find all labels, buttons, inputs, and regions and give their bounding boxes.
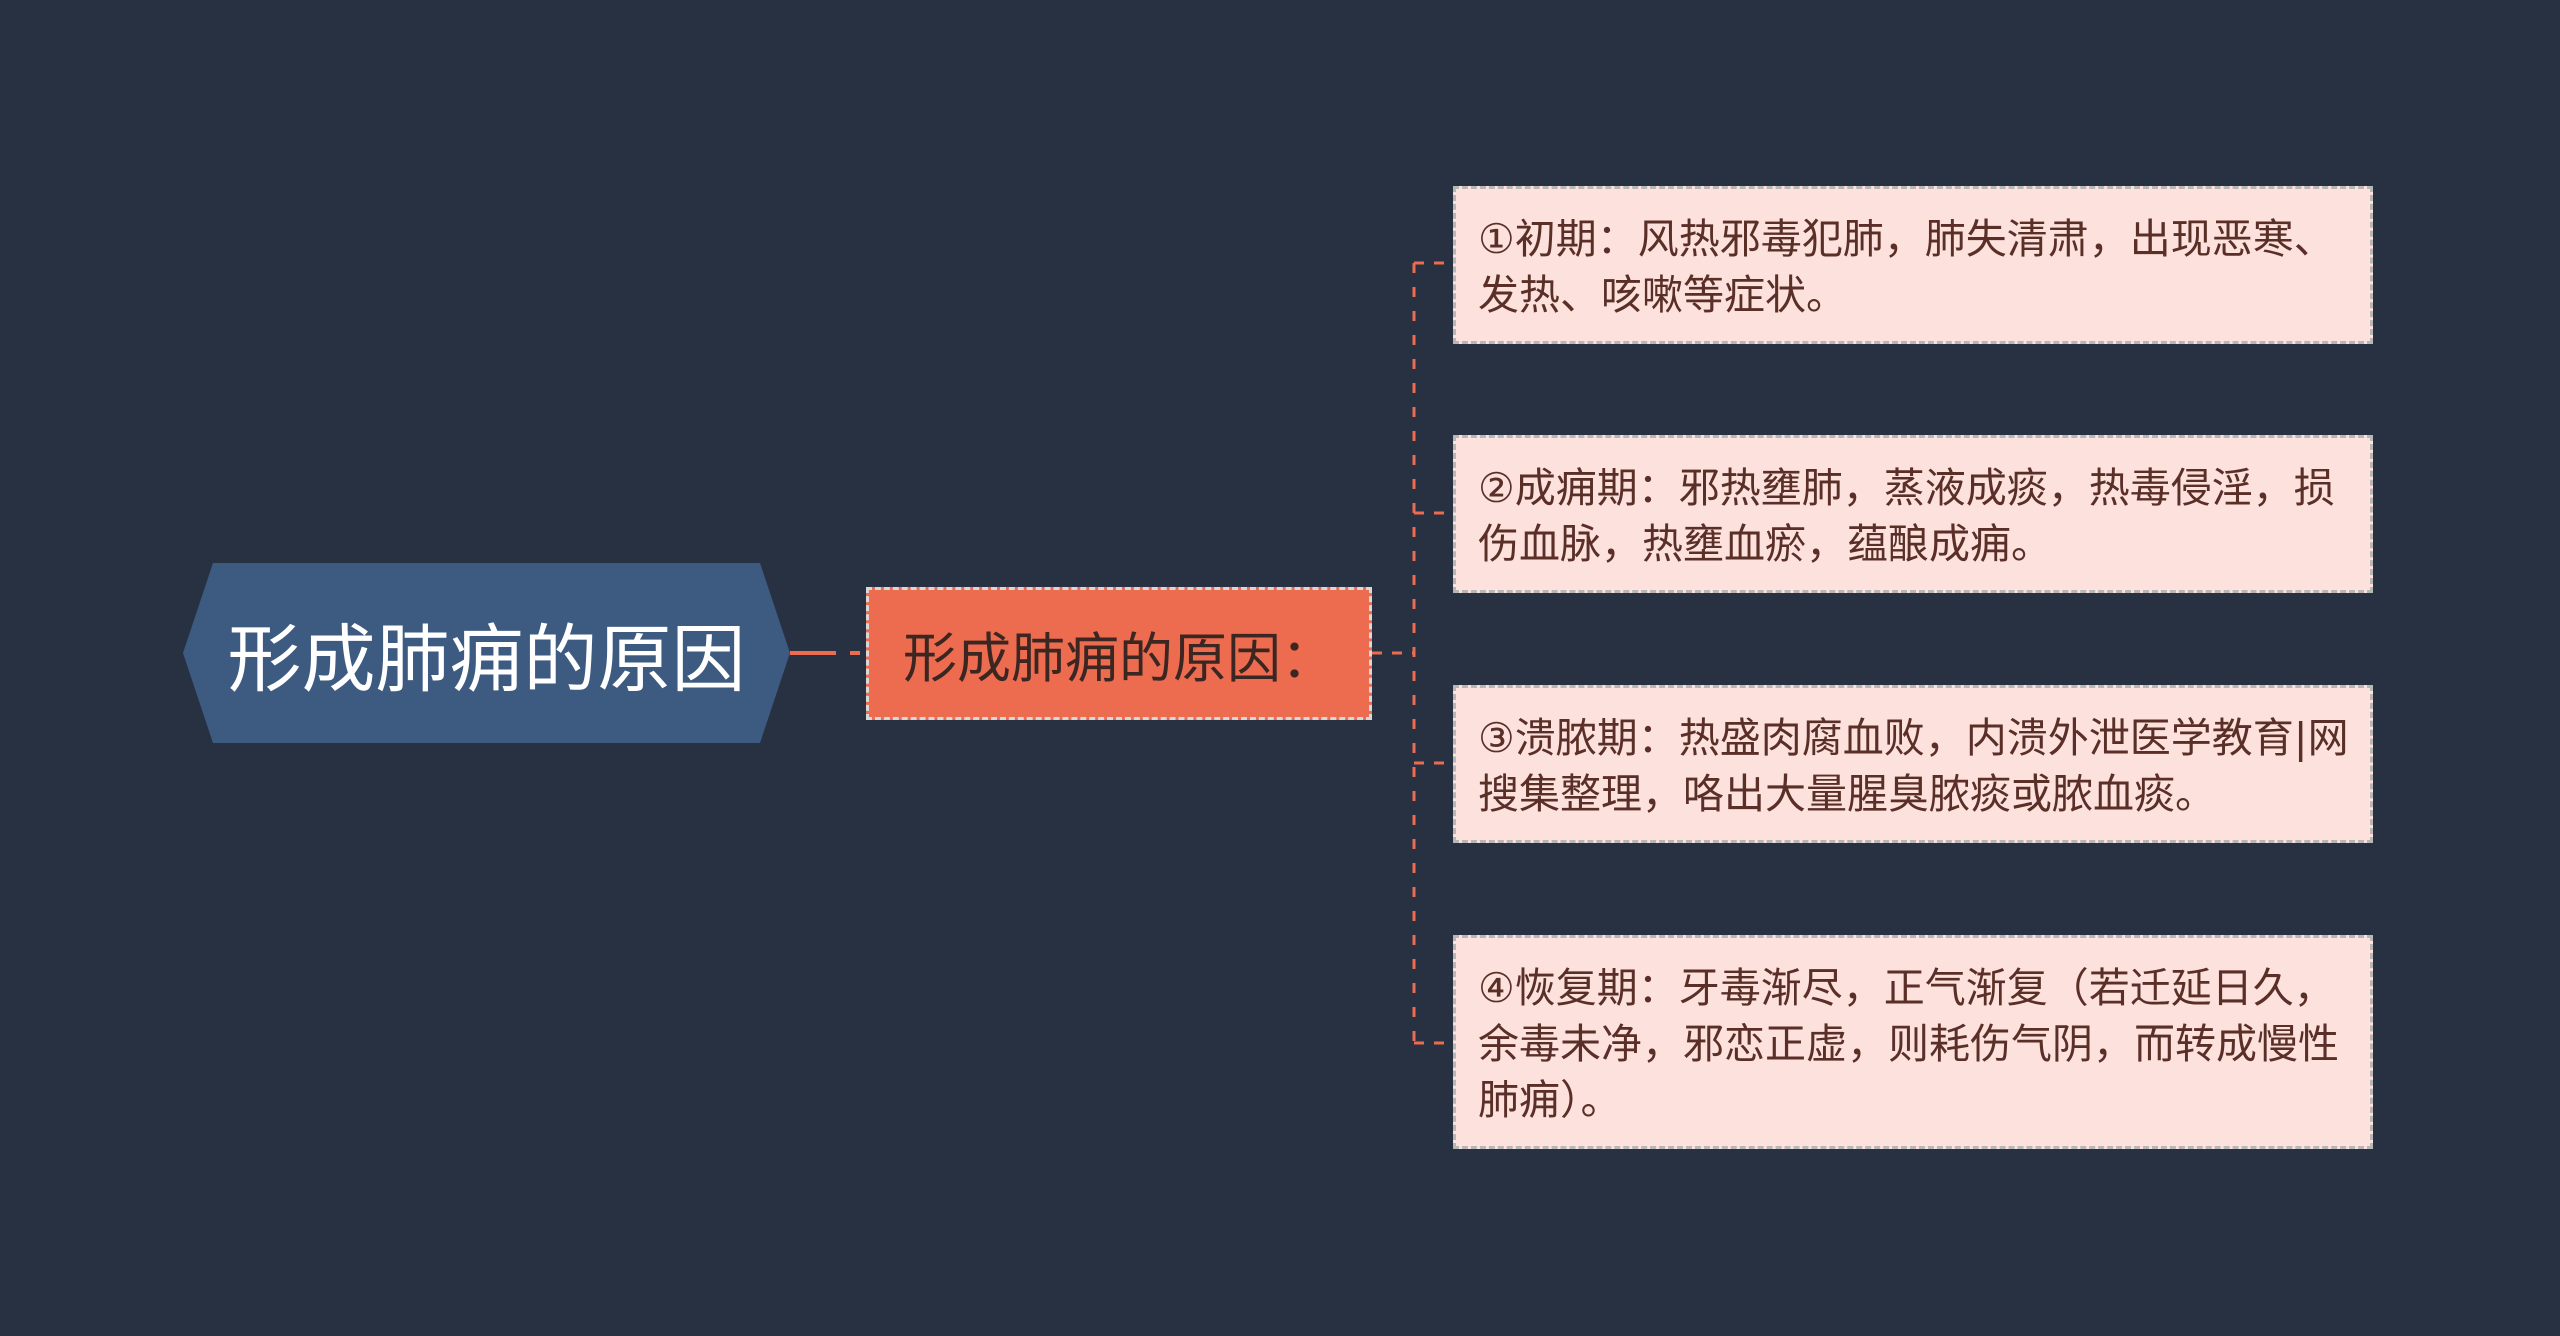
leaf-text: ④恢复期：牙毒渐尽，正气渐复（若迁延日久，余毒未净，邪恋正虚，则耗伤气阴，而转成… (1478, 964, 2339, 1124)
root-topic-label: 形成肺痈的原因 (227, 616, 746, 703)
root-topic-node[interactable]: 形成肺痈的原因 (183, 563, 790, 743)
leaf-text: ②成痈期：邪热壅肺，蒸液成痰，热毒侵淫，损伤血脉，热壅血瘀，蕴酿成痈。 (1478, 464, 2335, 568)
leaf-text: ③溃脓期：热盛肉腐血败，内溃外泄医学教育|网搜集整理，咯出大量腥臭脓痰或脓血痰。 (1478, 714, 2349, 818)
leaf-text: ①初期：风热邪毒犯肺，肺失清肃，出现恶寒、发热、咳嗽等症状。 (1478, 215, 2335, 319)
leaf-node-abscess-stage[interactable]: ②成痈期：邪热壅肺，蒸液成痰，热毒侵淫，损伤血脉，热壅血瘀，蕴酿成痈。 (1453, 435, 2373, 593)
leaf-node-recovery-stage[interactable]: ④恢复期：牙毒渐尽，正气渐复（若迁延日久，余毒未净，邪恋正虚，则耗伤气阴，而转成… (1453, 935, 2373, 1149)
branch-topic-label: 形成肺痈的原因： (903, 627, 1335, 690)
root-hexagon-shape (183, 563, 790, 743)
branch-topic-node[interactable]: 形成肺痈的原因： (866, 587, 1372, 720)
leaf-node-initial-stage[interactable]: ①初期：风热邪毒犯肺，肺失清肃，出现恶寒、发热、咳嗽等症状。 (1453, 186, 2373, 344)
leaf-node-ulceration-stage[interactable]: ③溃脓期：热盛肉腐血败，内溃外泄医学教育|网搜集整理，咯出大量腥臭脓痰或脓血痰。 (1453, 685, 2373, 843)
